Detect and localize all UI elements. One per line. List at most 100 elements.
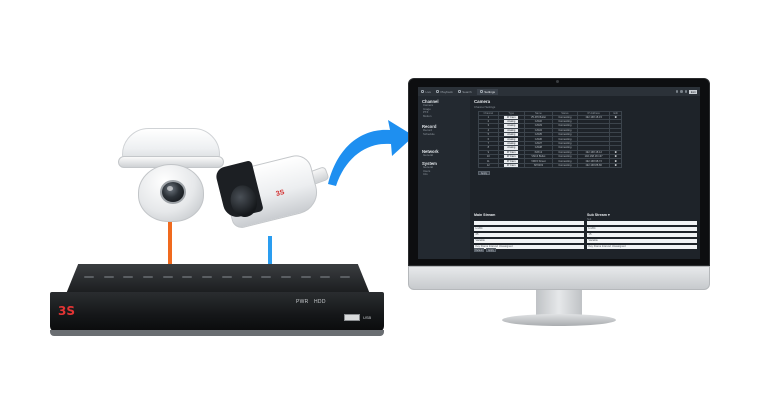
sidebar-heading[interactable]: Network (422, 148, 439, 154)
sidebar-group-record: Record Record Schedule (422, 124, 466, 136)
usb-port-label: USB (363, 315, 372, 320)
sub-stream-title: Sub Stream ▾ (587, 213, 697, 217)
sub-stream-resolution-field[interactable] (587, 220, 697, 226)
page-subtitle: Channel Settings (474, 104, 496, 109)
default-button[interactable]: Default (474, 248, 484, 252)
monitor-stand-base (502, 314, 616, 326)
sub-stream-interval-field[interactable]: Key Frame Interval: Unassigned (587, 244, 697, 250)
sidebar-item[interactable]: General (423, 165, 433, 170)
help-icon[interactable] (684, 90, 688, 93)
field-label: Sub (587, 218, 592, 221)
main-stream-codec-field[interactable]: H.264 (474, 226, 584, 232)
search-icon (457, 90, 461, 93)
tab-live[interactable]: Live (421, 90, 431, 94)
edit-icon[interactable]: ✖ (614, 115, 617, 119)
hdd-led-label: HDD (314, 299, 326, 305)
table-header-row: Channel Type Name Status IP Address Edit (478, 110, 622, 116)
usb-port[interactable] (344, 314, 360, 321)
exit-button[interactable]: Exit (689, 89, 697, 94)
play-icon (436, 90, 440, 93)
channel-type-select-value[interactable]: Analog (504, 146, 519, 150)
sub-stream-codec-field[interactable]: H.264 (587, 226, 697, 232)
sidebar-heading[interactable]: Record (422, 124, 437, 130)
orange-cable (168, 222, 172, 268)
main-stream-interval-field[interactable]: Key Frame Interval: Unassigned (474, 244, 584, 250)
channel-type-select-value[interactable]: IP Cam (504, 155, 519, 159)
sub-stream-title-text: Sub Stream (587, 213, 607, 217)
sidebar-heading[interactable]: Channel (422, 99, 439, 104)
channel-type-select-value[interactable]: IP Cam (504, 163, 519, 168)
apply-button[interactable]: Apply (478, 171, 490, 176)
top-bar: Live Playback Search Settings Exit (418, 87, 700, 96)
stream-settings: Main Stream H.264 25 Variable Key Frame … (474, 213, 698, 253)
bottom-buttons: Default Apply (474, 248, 498, 252)
sidebar-item[interactable]: PTZ (423, 110, 429, 115)
monitor-stand-neck (536, 290, 582, 316)
edit-icon[interactable]: ✖ (614, 159, 617, 163)
tab-settings[interactable]: Settings (476, 88, 499, 95)
blue-arrow-icon (328, 120, 414, 186)
sidebar-item[interactable]: Schedule (423, 131, 435, 136)
monitor-webcam (556, 80, 559, 83)
tab-playback[interactable]: Playback (436, 90, 453, 94)
tab-label: Live (425, 89, 432, 94)
bullet-camera: 3S (214, 151, 330, 242)
main-stream-bitrate-field[interactable]: Variable (474, 238, 584, 244)
channel-type-select-value[interactable]: IP Cam (504, 159, 519, 163)
tab-search[interactable]: Search (457, 89, 472, 94)
monitor: Live Playback Search Settings Exit Chann… (408, 78, 710, 330)
main-stream-panel: Main Stream H.264 25 Variable Key Frame … (474, 213, 584, 251)
dome-camera-lens (160, 180, 186, 204)
channel-type-select-value[interactable]: Analog (504, 124, 519, 128)
tab-label: Search (462, 89, 472, 94)
blue-cable (268, 236, 272, 268)
tab-label: Playback (440, 89, 453, 94)
gear-icon (479, 90, 483, 93)
chevron-down-icon[interactable]: ▾ (607, 213, 610, 217)
save-button[interactable]: Apply (486, 248, 496, 252)
sub-stream-fps-field[interactable]: 15 (587, 232, 697, 238)
sub-stream-bitrate-field[interactable]: Variable (587, 238, 697, 244)
channel-type-select-value[interactable]: Analog (504, 119, 519, 124)
sidebar-item[interactable]: Info (423, 172, 428, 177)
notification-icon[interactable] (675, 90, 679, 93)
monitor-chin (408, 266, 710, 290)
channel-name: SP6303 (523, 162, 553, 169)
channel-type-select-value[interactable]: IP Cam (504, 150, 519, 154)
edit-icon[interactable]: ✖ (614, 163, 617, 167)
sidebar-item[interactable]: Users (423, 168, 431, 173)
channel-type-select[interactable]: IP Cam (497, 162, 525, 169)
channel-status: Connecting (551, 162, 578, 169)
sidebar-item[interactable]: Image (423, 106, 431, 111)
sidebar-item[interactable]: Camera (423, 103, 433, 107)
main-stream-resolution-field[interactable] (474, 220, 584, 226)
sidebar-item[interactable]: General (423, 152, 433, 157)
sub-stream-panel: Sub Stream ▾ Sub H.264 15 Variable Key F… (587, 213, 697, 251)
channel-type-select-value[interactable]: IP Cam (504, 115, 519, 119)
sidebar-group-system: System General Users Info (422, 161, 466, 177)
edit-icon[interactable]: ✖ (614, 155, 617, 159)
sidebar-group-channel: Channel Camera Image PTZ Motion (422, 99, 466, 118)
camera-icon (421, 90, 424, 93)
sidebar-group-network: Network General (422, 149, 466, 158)
edit-icon[interactable]: ✖ (614, 150, 617, 154)
channel-type-select-value[interactable]: Analog (504, 133, 519, 137)
sidebar-item[interactable]: Motion (423, 113, 432, 118)
channel-type-select-value[interactable]: Analog (504, 141, 519, 146)
fullscreen-icon[interactable] (680, 90, 683, 93)
nvr-logo: 3S (58, 304, 75, 318)
channel-type-select-value[interactable]: Analog (504, 128, 519, 132)
sidebar-item[interactable]: Record (423, 128, 433, 133)
channel-type-select-value[interactable]: Analog (504, 137, 519, 141)
main-stream-fps-field[interactable]: 25 (474, 232, 584, 238)
sidebar-heading[interactable]: System (422, 161, 437, 167)
channel-number: 12 (478, 162, 499, 169)
